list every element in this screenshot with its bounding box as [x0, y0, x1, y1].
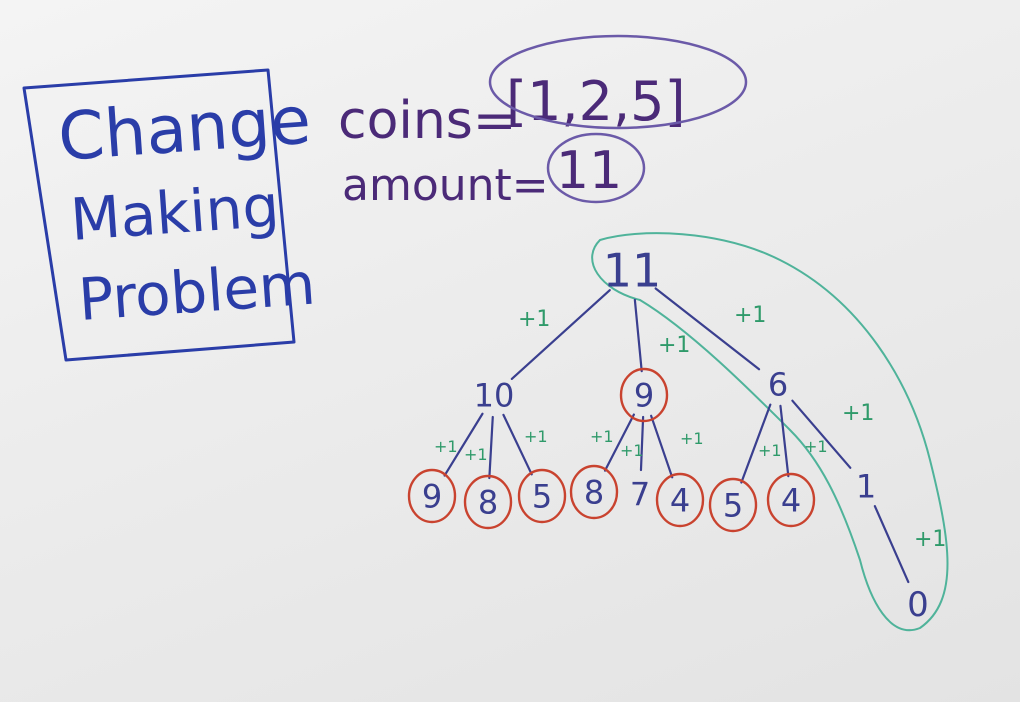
tree-edge-labels: +1 +1 +1 +1 +1 +1 +1 +1 +1 +1 +1 +1 +1	[434, 303, 946, 552]
node-circle-n9c	[655, 472, 705, 528]
tree-edge-n9-n9b	[639, 415, 645, 472]
tree-node-n6b: 4	[781, 482, 801, 520]
edge-label-n6-n6a: +1	[758, 441, 782, 460]
tree-edge-n10-n10a	[443, 412, 484, 477]
tree-edge-n11-n10	[510, 289, 611, 380]
node-circle-n10b	[463, 474, 513, 530]
amount-label: amount=	[342, 160, 549, 211]
edge-label-n10-n10c: +1	[524, 427, 548, 446]
tree-node-n6a: 5	[723, 487, 743, 525]
title-line-2: Making	[68, 172, 281, 254]
amount-circle	[546, 132, 646, 204]
tree-edge-n11-n9	[633, 298, 643, 373]
tree-node-n10c: 5	[532, 478, 552, 516]
tree-edge-n11-n6	[654, 287, 761, 371]
tree-node-n10: 10	[474, 377, 515, 415]
problem-statement: coins= [1,2,5] amount= 11	[338, 34, 748, 211]
coins-label: coins=	[338, 91, 516, 151]
tree-edges	[443, 287, 910, 584]
edge-label-n9-n9b: +1	[620, 441, 644, 460]
tree-edge-n6-n6a	[740, 403, 772, 484]
node-circle-n6b	[766, 472, 816, 528]
tree-node-n10b: 8	[478, 484, 498, 522]
edge-label-n10-n10a: +1	[434, 437, 458, 456]
node-circle-n6a	[708, 477, 758, 533]
node-circle-n10c	[517, 468, 567, 524]
edge-label-n11-n6: +1	[734, 303, 766, 328]
node-circle-n9	[619, 367, 669, 423]
tree-edge-n6-n6c	[791, 399, 852, 469]
tree-node-n6: 6	[768, 366, 788, 404]
tree-edge-n9-n9c	[650, 414, 674, 479]
edge-label-n11-n10: +1	[518, 307, 550, 332]
tree-node-n9b: 7	[630, 476, 650, 514]
tree-node-n0: 0	[907, 585, 929, 625]
title-box: Change Making Problem	[22, 68, 318, 362]
tree-node-n9: 9	[634, 377, 654, 415]
edge-label-n6-n6b: +1	[804, 437, 828, 456]
node-circle-n10a	[407, 468, 457, 524]
edge-label-n9-n9c: +1	[680, 429, 704, 448]
title-line-3: Problem	[76, 250, 317, 334]
coins-circle	[488, 34, 748, 130]
coins-value: [1,2,5]	[506, 70, 686, 133]
edge-label-n6-n6c: +1	[842, 401, 874, 426]
tree-edge-n6-n6b	[779, 404, 790, 478]
tree-edge-n10-n10b	[488, 415, 494, 480]
title-box-border	[22, 68, 296, 362]
edge-label-n6c-n0: +1	[914, 527, 946, 552]
tree-node-n10a: 9	[422, 478, 442, 516]
tree-node-n11: 11	[603, 244, 662, 298]
edge-label-n11-n9: +1	[658, 333, 690, 358]
tree-edge-n10-n10c	[502, 413, 533, 476]
tree-node-n6c: 1	[856, 468, 876, 506]
node-circle-n9a	[569, 464, 619, 520]
tree-edge-n6c-n0	[873, 505, 910, 584]
optimal-path-outline	[591, 232, 949, 632]
edge-label-n9-n9a: +1	[590, 427, 614, 446]
tree-node-n9a: 8	[584, 474, 604, 512]
edge-label-n10-n10b: +1	[464, 445, 488, 464]
tree-node-n9c: 4	[670, 482, 690, 520]
tree-edge-n9-n9a	[603, 413, 636, 472]
amount-value: 11	[556, 141, 622, 201]
title-line-1: Change	[56, 82, 313, 176]
